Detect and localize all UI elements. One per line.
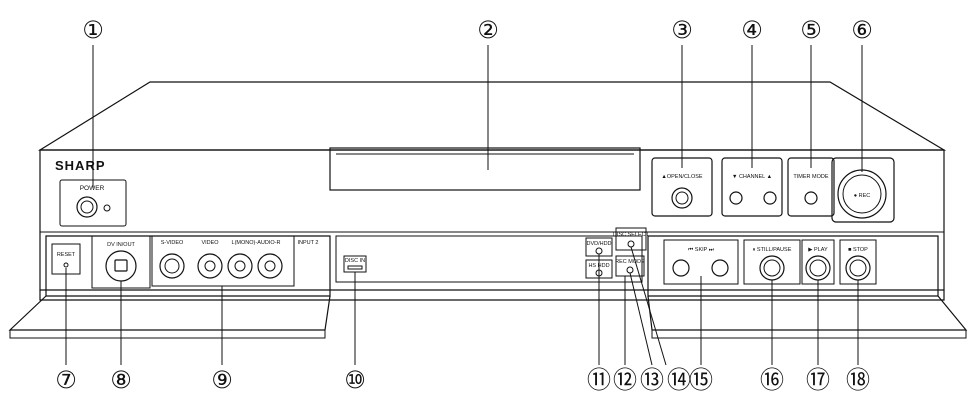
video-label: VIDEO <box>201 240 219 246</box>
dvd-hdd-label: DVD/HDD <box>586 241 611 247</box>
s-video-label: S-VIDEO <box>161 240 184 246</box>
input2-label: INPUT 2 <box>298 240 319 246</box>
callout-1: ① <box>82 16 104 44</box>
brand-logo: SHARP <box>55 158 106 173</box>
skip-forward-button[interactable] <box>711 259 729 277</box>
skip-label: ⏮ SKIP ⏭ <box>688 247 713 253</box>
callout-15: ⑮ <box>689 366 713 394</box>
dv-panel: DV IN/OUT <box>91 235 151 289</box>
channel-down-button[interactable] <box>729 191 743 205</box>
play-label: ▶ PLAY <box>808 247 828 253</box>
skip-back-button[interactable] <box>672 259 690 277</box>
disc-select-label: DISC SELECT <box>613 232 650 238</box>
still-pause-label: ⏸ STILL/PAUSE <box>753 247 792 253</box>
av-input-panel: S-VIDEO VIDEO L(MONO)-AUDIO-R INPUT 2 <box>151 235 319 287</box>
callout-2: ② <box>477 16 499 44</box>
audio-l-jack[interactable] <box>227 253 253 279</box>
dv-in-out-label: DV IN/OUT <box>107 242 135 248</box>
rec-mode-button[interactable] <box>626 266 634 274</box>
reset-label: RESET <box>57 252 76 258</box>
callout-5: ⑤ <box>800 16 822 44</box>
open-close-button[interactable] <box>671 187 693 209</box>
callout-4: ④ <box>741 16 763 44</box>
audio-r-jack[interactable] <box>257 253 283 279</box>
disc-in-label: DISC IN <box>345 258 365 264</box>
power-label: POWER <box>80 185 105 192</box>
power-indicator <box>103 204 111 212</box>
timer-mode-button[interactable] <box>804 191 818 205</box>
leader-lines <box>65 45 863 366</box>
rec-label: ● REC <box>854 193 870 199</box>
recorder-body <box>37 81 947 301</box>
callout-7: ⑦ <box>55 366 77 394</box>
top-surface <box>37 81 947 151</box>
dv-port[interactable] <box>114 259 128 272</box>
callout-numbers: ① ② ③ ④ ⑤ ⑥ ⑦ ⑧ ⑨ ⑩ ⑪ ⑫ ⑬ ⑭ ⑮ ⑯ ⑰ ⑱ <box>55 16 873 394</box>
dvd-hdd-button[interactable] <box>595 247 603 255</box>
center-lower-panel: DISC IN DVD/HDD DISC SELECT HS HDD REC M… <box>335 227 650 283</box>
callout-14: ⑭ <box>667 366 691 394</box>
channel-up-button[interactable] <box>763 191 777 205</box>
callout-16: ⑯ <box>760 366 784 394</box>
callout-9: ⑨ <box>211 366 233 394</box>
callout-17: ⑰ <box>806 366 830 394</box>
callout-10: ⑩ <box>344 366 366 394</box>
stop-panel: ■ STOP <box>839 239 877 285</box>
front-face <box>39 149 945 291</box>
rec-panel: ● REC <box>831 157 895 223</box>
open-close-label: ▲OPEN/CLOSE <box>661 174 703 180</box>
callout-11: ⑪ <box>587 366 611 394</box>
s-video-jack[interactable] <box>159 253 185 279</box>
callout-3: ③ <box>671 16 693 44</box>
power-button[interactable] <box>76 196 98 218</box>
right-front-flap <box>647 235 968 339</box>
video-jack[interactable] <box>197 253 223 279</box>
rec-mode-label: REC MODE <box>615 259 645 265</box>
disc-tray <box>329 147 641 191</box>
callout-13: ⑬ <box>640 366 664 394</box>
callout-8: ⑧ <box>110 366 132 394</box>
disc-select-button[interactable] <box>627 240 635 248</box>
channel-label: ▼ CHANNEL ▲ <box>732 174 772 180</box>
reset-button[interactable] <box>63 262 69 268</box>
dv-port-ring <box>105 250 137 282</box>
callout-6: ⑥ <box>851 16 873 44</box>
audio-lr-label: L(MONO)-AUDIO-R <box>232 240 281 246</box>
timer-mode-label: TIMER MODE <box>793 174 828 180</box>
play-panel: ▶ PLAY <box>801 239 835 285</box>
still-pause-panel: ⏸ STILL/PAUSE <box>743 239 801 285</box>
callout-12: ⑫ <box>613 366 637 394</box>
disc-in-indicator <box>347 265 363 270</box>
stop-label: ■ STOP <box>848 247 868 253</box>
callout-18: ⑱ <box>846 366 870 394</box>
